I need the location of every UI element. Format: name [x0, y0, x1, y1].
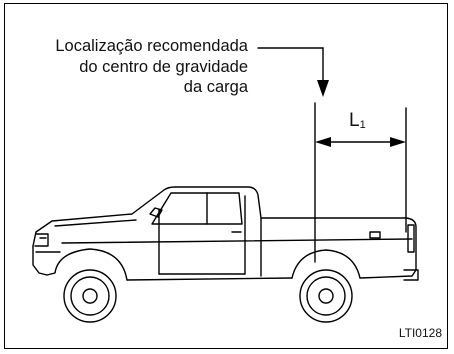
front-wheel-icon: [63, 269, 117, 323]
dimension-label-subscript: 1: [359, 119, 366, 131]
rear-wheel-icon: [299, 269, 353, 323]
dimension-label-l1: L1: [349, 110, 366, 132]
pickup-truck-icon: [32, 186, 419, 281]
dimension-arrow-icon: [315, 137, 406, 147]
cargo-cg-callout: Localização recomendada do centro de gra…: [0, 36, 248, 98]
callout-line-1: Localização recomendada: [55, 37, 248, 55]
down-arrow-icon: [317, 80, 329, 97]
dimension-label-main: L: [349, 110, 360, 131]
callout-line-2: do centro de gravidade: [79, 57, 248, 76]
figure-id: LTI0128: [398, 326, 442, 340]
callout-line-3: da carga: [183, 78, 248, 96]
figure-frame: [4, 3, 448, 349]
